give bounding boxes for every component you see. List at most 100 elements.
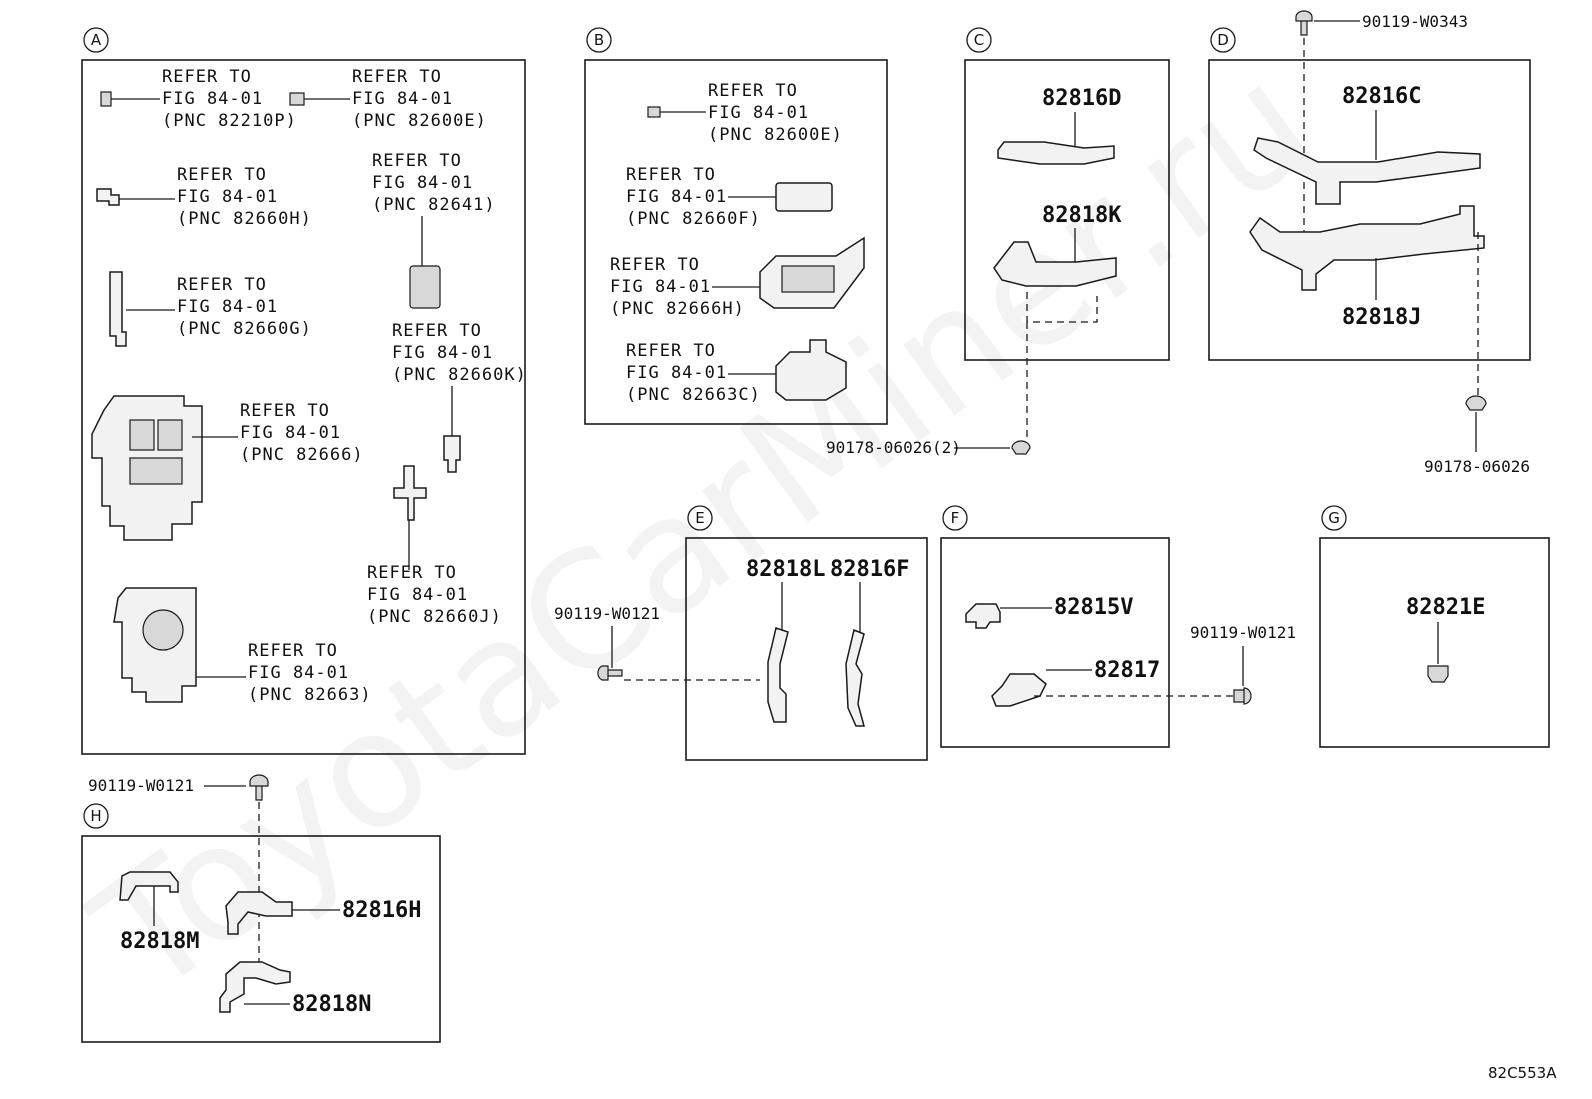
group-d-label: D (1217, 31, 1229, 49)
pnc-label: (PNC 82666) (240, 445, 364, 465)
refer-fig: FIG 84-01 (610, 277, 711, 297)
group-d-frame (1208, 59, 1531, 361)
group-g-label: G (1328, 509, 1340, 527)
fastener-number: 90119-W0121 (1190, 623, 1296, 642)
relay-part-icon (409, 265, 441, 309)
group-h-label: H (90, 807, 101, 825)
pnc-label: (PNC 82660G) (177, 319, 312, 339)
group-c-frame (964, 59, 1170, 361)
refer-fig: FIG 84-01 (372, 173, 473, 193)
bolt-fastener-icon (249, 774, 269, 801)
part-number: 82818J (1342, 305, 1421, 330)
refer-fig: FIG 84-01 (626, 187, 727, 207)
connector-part-icon (100, 91, 112, 107)
group-c: C 82816D 82818K 90178-06026(2) (826, 27, 1170, 457)
pnc-label: (PNC 82660H) (177, 209, 312, 229)
harness-clamp-part-icon (219, 961, 291, 1013)
part-number: 82817 (1094, 658, 1160, 683)
group-e-frame (685, 537, 928, 761)
pnc-label: (PNC 82210P) (162, 111, 297, 131)
refer-label: REFER TO (708, 81, 798, 101)
connector-part-icon (647, 106, 661, 118)
connector-part-icon (289, 92, 305, 106)
harness-protector-part-icon (1253, 137, 1481, 205)
harness-clip-part-icon (109, 271, 127, 347)
part-number: 82816H (342, 898, 421, 923)
group-g-frame (1319, 537, 1550, 748)
group-a-frame (81, 59, 526, 755)
fuse-slot-icon (129, 457, 183, 485)
relay-housing-part-icon (775, 339, 847, 401)
group-a-label: A (91, 31, 102, 49)
harness-clamp-part-icon (225, 891, 293, 935)
fastener-number: 90119-W0121 (554, 604, 660, 623)
group-a: A REFER TO FIG 84-01 (PNC 82210P) REFER … (81, 27, 527, 755)
group-h-frame (81, 835, 441, 1043)
fuse-slot-icon (157, 419, 183, 451)
bolt-fastener-icon (1233, 687, 1252, 705)
group-f-frame (940, 537, 1170, 748)
harness-protector-part-icon (1249, 205, 1485, 291)
relay-block-part-icon (775, 182, 833, 212)
grommet-part-icon (991, 673, 1047, 707)
group-b: B REFER TO FIG 84-01 (PNC 82600E) REFER … (584, 27, 888, 425)
refer-fig: FIG 84-01 (177, 187, 278, 207)
harness-clamp-part-icon (767, 627, 789, 723)
refer-label: REFER TO (610, 255, 700, 275)
part-number: 82816D (1042, 86, 1121, 111)
harness-clamp-part-icon (119, 871, 179, 901)
pnc-label: (PNC 82641) (372, 195, 496, 215)
refer-fig: FIG 84-01 (708, 103, 809, 123)
bracket-part-icon (393, 465, 427, 521)
refer-label: REFER TO (240, 401, 330, 421)
pnc-label: (PNC 82663C) (626, 385, 761, 405)
group-c-label: C (974, 31, 984, 49)
refer-label: REFER TO (177, 275, 267, 295)
pnc-label: (PNC 82660K) (392, 365, 527, 385)
clip-fastener-icon (1011, 440, 1031, 455)
refer-fig: FIG 84-01 (162, 89, 263, 109)
refer-fig: FIG 84-01 (240, 423, 341, 443)
refer-label: REFER TO (626, 165, 716, 185)
cover-boss-icon (142, 609, 184, 651)
group-g: G 82821E (1319, 505, 1550, 748)
group-e: E 82818L 82816F 90119-W0121 (554, 505, 928, 761)
refer-fig: FIG 84-01 (626, 363, 727, 383)
refer-label: REFER TO (352, 67, 442, 87)
part-number: 82818M (120, 929, 199, 954)
pnc-label: (PNC 82660J) (367, 607, 502, 627)
pnc-label: (PNC 82600E) (352, 111, 487, 131)
refer-label: REFER TO (626, 341, 716, 361)
part-number: 82818N (292, 992, 371, 1017)
refer-label: REFER TO (367, 563, 457, 583)
refer-fig: FIG 84-01 (352, 89, 453, 109)
pnc-label: (PNC 82660F) (626, 209, 761, 229)
part-number: 82816F (830, 557, 909, 582)
refer-fig: FIG 84-01 (248, 663, 349, 683)
pnc-label: (PNC 82663) (248, 685, 372, 705)
refer-fig: FIG 84-01 (392, 343, 493, 363)
refer-label: REFER TO (248, 641, 338, 661)
group-b-label: B (594, 31, 604, 49)
bracket-opening-icon (781, 265, 835, 293)
part-number: 82815V (1054, 595, 1133, 620)
fuse-slot-icon (129, 419, 155, 451)
refer-fig: FIG 84-01 (367, 585, 468, 605)
harness-protector-part-icon (993, 241, 1117, 287)
part-number: 82821E (1406, 595, 1485, 620)
sensor-part-icon (443, 435, 461, 473)
clip-fastener-icon (1465, 395, 1487, 411)
group-d: D 90119-W0343 82816C 82818J 90178-06026 (1208, 10, 1531, 476)
refer-label: REFER TO (177, 165, 267, 185)
bolt-fastener-icon (597, 665, 623, 681)
fastener-number: 90119-W0121 (88, 776, 194, 795)
connector-part-icon (96, 188, 120, 206)
refer-label: REFER TO (162, 67, 252, 87)
refer-fig: FIG 84-01 (177, 297, 278, 317)
pnc-label: (PNC 82600E) (708, 125, 843, 145)
fastener-number: 90119-W0343 (1362, 12, 1468, 31)
part-number: 82816C (1342, 84, 1421, 109)
clip-part-icon (965, 603, 1001, 629)
group-f-label: F (951, 509, 960, 527)
